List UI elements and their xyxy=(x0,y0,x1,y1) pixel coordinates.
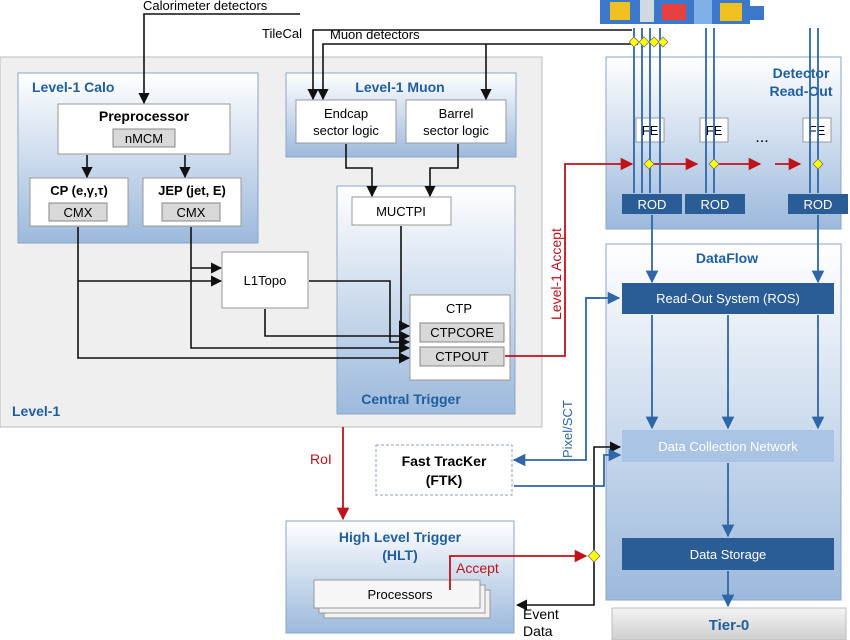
endcap-box xyxy=(295,99,397,144)
rod-box-1: ROD xyxy=(622,194,682,214)
detector-image xyxy=(600,0,764,24)
jep-box xyxy=(142,177,242,227)
event-data-label-1: Event xyxy=(523,606,559,622)
l1topo-box xyxy=(221,251,309,309)
hlt-title-1: High Level Trigger xyxy=(339,529,462,545)
muctpi-label: MUCTPI xyxy=(376,204,426,219)
calorimeter-detectors-label: Calorimeter detectors xyxy=(143,0,268,13)
level1-accept-label: Level-1 Accept xyxy=(548,228,564,320)
rod-label-2: ROD xyxy=(701,197,730,212)
level1-calo-title: Level-1 Calo xyxy=(32,79,114,95)
roi-label: RoI xyxy=(310,451,332,467)
tier0-label: Tier-0 xyxy=(709,617,750,634)
processors-label: Processors xyxy=(367,587,433,602)
central-trigger-title: Central Trigger xyxy=(361,391,461,407)
preprocessor-label: Preprocessor xyxy=(99,108,190,124)
detector-readout-title-1: Detector xyxy=(773,65,830,81)
endcap-label-2: sector logic xyxy=(313,123,379,138)
tilecal-label: TileCal xyxy=(262,26,302,41)
data-collection-network-label: Data Collection Network xyxy=(658,439,798,454)
event-data-label-2: Data xyxy=(523,623,553,639)
black-connections xyxy=(77,13,638,611)
barrel-box xyxy=(405,99,507,144)
data-storage-label: Data Storage xyxy=(690,547,767,562)
ftk-label-2: (FTK) xyxy=(426,472,463,488)
jep-label: JEP (jet, E) xyxy=(158,183,226,198)
level1-muon-title: Level-1 Muon xyxy=(355,79,444,95)
red-connections xyxy=(336,157,802,590)
hlt-title-2: (HLT) xyxy=(382,547,418,563)
ftk-label-1: Fast TracKer xyxy=(402,453,487,469)
ctpout-label: CTPOUT xyxy=(435,349,489,364)
level1-title: Level-1 xyxy=(12,403,60,419)
dataflow-title: DataFlow xyxy=(696,250,758,266)
cmx-cp-label: CMX xyxy=(64,205,93,220)
ros-label: Read-Out System (ROS) xyxy=(656,291,800,306)
pixel-sct-label: Pixel/SCT xyxy=(560,400,575,458)
junction-diamonds xyxy=(587,36,824,563)
ctpout-chip xyxy=(419,346,505,367)
ctp-label: CTP xyxy=(446,301,472,316)
processors-stack xyxy=(313,579,491,619)
data-collection-network-box xyxy=(622,430,834,462)
rod-box-2: ROD xyxy=(685,194,745,214)
muctpi-box xyxy=(351,196,452,226)
cmx-jep-label: CMX xyxy=(177,205,206,220)
fe-ellipsis: ... xyxy=(755,129,768,146)
tier0-block xyxy=(611,607,847,640)
accept-label: Accept xyxy=(456,560,499,576)
data-storage-box xyxy=(622,538,834,570)
barrel-label-1: Barrel xyxy=(439,106,474,121)
ros-box xyxy=(622,283,834,314)
ctpcore-chip xyxy=(419,322,505,343)
ctpcore-label: CTPCORE xyxy=(430,325,494,340)
cp-label: CP (e,γ,τ) xyxy=(50,183,108,198)
rod-label-1: ROD xyxy=(638,197,667,212)
cmx-cp-chip xyxy=(48,202,108,222)
rod-label-3: ROD xyxy=(804,197,833,212)
endcap-label-1: Endcap xyxy=(324,106,368,121)
barrel-label-2: sector logic xyxy=(423,123,489,138)
detector-readout-title-2: Read-Out xyxy=(770,83,833,99)
l1topo-label: L1Topo xyxy=(244,273,287,288)
cmx-jep-chip xyxy=(161,202,221,222)
rod-box-3: ROD xyxy=(788,194,848,214)
nmcm-label: nMCM xyxy=(125,131,163,146)
nmcm-chip xyxy=(112,128,176,148)
ftk-box xyxy=(375,444,513,496)
fe-box-3: FE xyxy=(802,117,832,143)
